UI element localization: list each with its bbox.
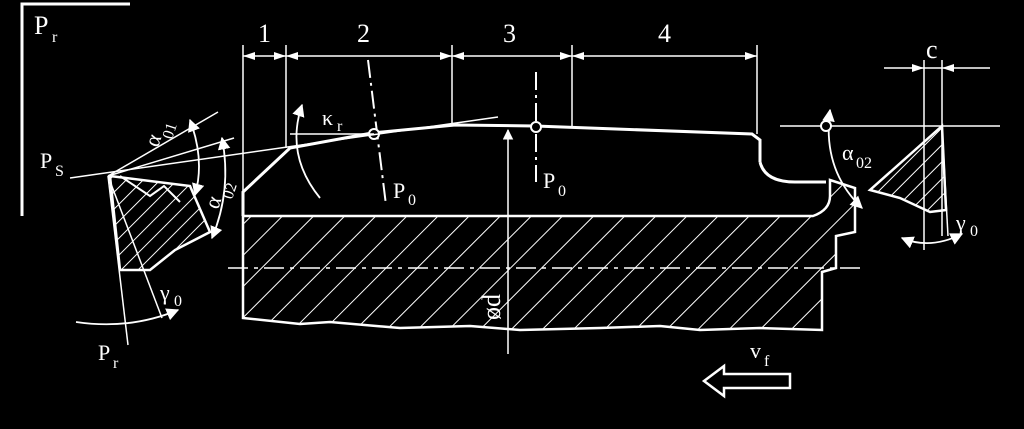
feed-arrow-icon (701, 363, 792, 399)
right-tool-body (867, 123, 948, 214)
groove-radius (758, 161, 826, 184)
pr-bottom-sub: r (113, 355, 119, 372)
alpha02-right-sub: 02 (856, 155, 872, 172)
p0-left-label: P (393, 178, 405, 203)
alpha02-left-sub: 02 (220, 181, 241, 201)
feed-sub: f (764, 353, 770, 370)
p0-center-label: P (543, 168, 555, 193)
gamma0-left-sub: 0 (174, 293, 182, 310)
turned-profile (241, 123, 762, 216)
hatched-section (241, 178, 857, 332)
feed-direction: v f (701, 338, 792, 399)
left-tool-body (108, 174, 212, 272)
feed-label: v (750, 338, 761, 363)
kappa-r-annotation: κ r P 0 (290, 59, 416, 209)
kappa-r-sub: r (337, 118, 343, 135)
left-pr-line (107, 175, 129, 346)
ps-label: P (40, 148, 52, 173)
pr-bottom-label: P (98, 340, 110, 365)
alpha02-right-label: α (842, 140, 854, 165)
gamma0-left-label: γ (159, 280, 170, 305)
frame-label-sub: r (52, 29, 58, 46)
segment-label-1: 1 (258, 19, 271, 48)
clearance-c-label: c (926, 35, 938, 64)
left-tool-section: P S α 01 α 02 γ 0 P r (40, 111, 241, 372)
workpiece (228, 123, 860, 332)
segment-label-3: 3 (503, 19, 516, 48)
right-tool-section: c α 02 γ 0 (780, 35, 1000, 250)
segment-dimensions: 1 2 3 4 (242, 19, 758, 216)
segment-label-2: 2 (357, 19, 370, 48)
alpha01-sub: 01 (160, 121, 181, 141)
frame-label-p: P (34, 11, 48, 40)
kappa-r-label: κ (322, 105, 333, 130)
p0-center-sub: 0 (558, 183, 566, 200)
gamma0-right-sub: 0 (970, 223, 978, 240)
center-p0-annotation: P 0 ød (477, 72, 566, 354)
segment-label-4: 4 (658, 19, 671, 48)
gamma0-right-label: γ (955, 210, 966, 235)
cutting-edge-plane-line (69, 116, 499, 179)
pr-reference-frame: P r (20, 2, 130, 216)
diameter-label: ød (477, 294, 506, 320)
ps-sub: S (55, 163, 64, 180)
p0-left-sub: 0 (408, 192, 416, 209)
